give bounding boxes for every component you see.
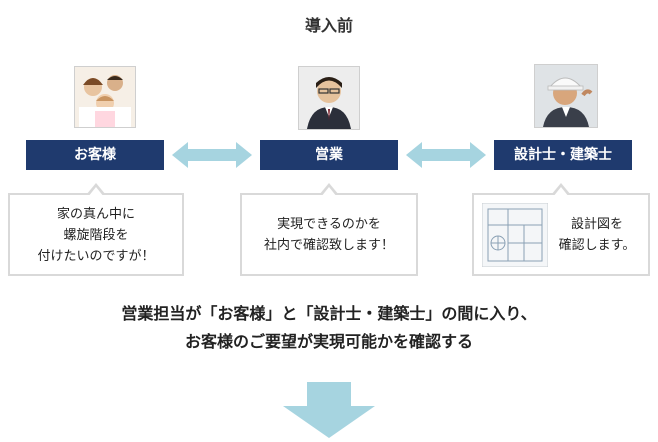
bubble-line: 螺旋階段を	[63, 228, 129, 243]
salesman-photo	[298, 66, 360, 130]
architect-photo	[534, 64, 598, 128]
double-arrow-icon	[172, 142, 252, 172]
family-photo	[74, 66, 136, 128]
down-arrow-icon	[283, 382, 375, 442]
role-sales: 営業	[260, 140, 398, 170]
role-architect: 設計士・建築士	[494, 140, 632, 170]
blueprint-icon	[481, 202, 549, 268]
bubble-line: 設計図を	[570, 217, 623, 232]
bubble-line: 社内で確認致します！	[263, 238, 394, 253]
summary-line: お客様のご要望が実現可能かを確認する	[184, 332, 473, 351]
bubble-line: 確認します。	[558, 238, 636, 253]
speech-bubble-architect: 設計図を 確認します。	[472, 183, 650, 276]
speech-bubble-customer: 家の真ん中に 螺旋階段を 付けたいのですが！	[8, 183, 184, 276]
double-arrow-icon	[406, 142, 486, 172]
bubble-line: 実現できるのかを	[277, 217, 381, 232]
bubble-line: 家の真ん中に	[56, 207, 135, 222]
summary-text: 営業担当が「お客様」と「設計士・建築士」の間に入り、 お客様のご要望が実現可能か…	[0, 300, 658, 356]
page-title: 導入前	[304, 16, 353, 35]
role-customer: お客様	[26, 140, 164, 170]
speech-bubble-sales: 実現できるのかを 社内で確認致します！	[240, 183, 418, 276]
bubble-line: 付けたいのですが！	[37, 249, 155, 264]
summary-line: 営業担当が「お客様」と「設計士・建築士」の間に入り、	[121, 304, 537, 323]
